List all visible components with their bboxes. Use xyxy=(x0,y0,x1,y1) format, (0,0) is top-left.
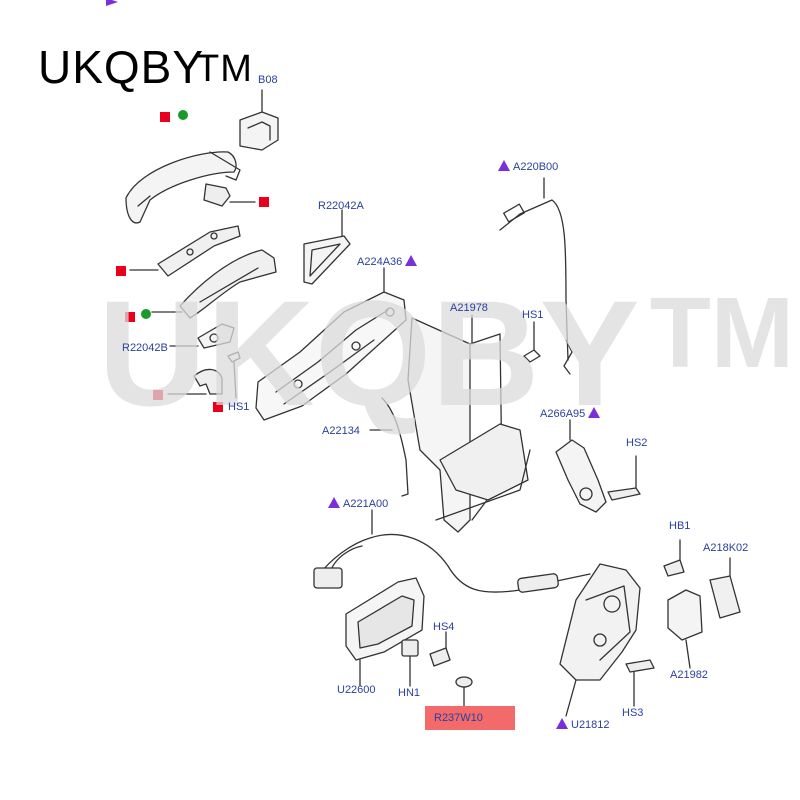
gasket-r22042a xyxy=(303,209,351,285)
triangle-marker-icon xyxy=(498,160,510,171)
label-a22134: A22134 xyxy=(322,425,360,437)
label-hb1: HB1 xyxy=(669,520,691,532)
bellcrank-a266a95 xyxy=(555,419,607,513)
circle-marker xyxy=(178,110,188,120)
inner-release-cable-a221a00 xyxy=(313,509,591,593)
plug-r237w10 xyxy=(455,676,473,707)
label-b08: B08 xyxy=(258,74,278,86)
triangle-marker-icon xyxy=(328,497,340,508)
rod-a22134 xyxy=(369,397,409,497)
label-r22042a: R22042A xyxy=(318,200,364,212)
square-marker xyxy=(116,266,126,276)
brand-name: UKQBY xyxy=(38,41,205,93)
label-u21812-text: U21812 xyxy=(571,719,610,731)
screw-hs1 xyxy=(227,351,241,399)
square-marker xyxy=(125,312,135,322)
square-marker xyxy=(153,390,163,400)
top-edge-fragment xyxy=(106,0,118,6)
hook-clip xyxy=(167,368,223,395)
label-a224a36-text: A224A36 xyxy=(357,256,403,268)
pad-a218k02 xyxy=(709,557,741,619)
label-u21812: U21812 xyxy=(556,718,610,731)
small-clip xyxy=(203,183,256,207)
label-hs3: HS3 xyxy=(622,707,644,719)
brand-trademark: TM xyxy=(196,48,253,90)
label-a220b00: A220B00 xyxy=(498,160,558,173)
label-a218k02: A218K02 xyxy=(703,542,749,554)
label-hs4: HS4 xyxy=(433,621,455,633)
screw-hs4 xyxy=(429,631,451,667)
square-marker xyxy=(259,197,269,207)
label-r237w10: R237W10 xyxy=(434,712,483,724)
handle-carrier-frame xyxy=(255,267,407,421)
circle-marker xyxy=(141,309,151,319)
nut-hn1 xyxy=(401,639,419,687)
label-hs2: HS2 xyxy=(626,437,648,449)
handle-base xyxy=(129,225,241,277)
label-a266a95: A266A95 xyxy=(540,407,601,420)
handle-reinforcement xyxy=(151,249,277,319)
label-a21982: A21982 xyxy=(670,669,708,681)
label-a221a00: A221A00 xyxy=(328,497,388,510)
end-cap-b08 xyxy=(239,89,279,151)
highlighted-part-r237w10: R237W10 xyxy=(425,706,515,730)
label-a220b00-text: A220B00 xyxy=(513,161,559,173)
label-a224a36: A224A36 xyxy=(357,255,418,268)
bolt-hs2 xyxy=(607,455,641,501)
square-marker xyxy=(213,402,223,412)
label-a266a95-text: A266A95 xyxy=(540,408,586,420)
label-u22600: U22600 xyxy=(337,684,376,696)
bolt-hs3 xyxy=(625,659,655,707)
triangle-marker-icon xyxy=(405,255,418,266)
striker-bracket-a21982 xyxy=(667,589,703,669)
bolt-hb1 xyxy=(663,539,685,577)
label-a221a00-text: A221A00 xyxy=(343,498,389,510)
door-latch-u21812 xyxy=(559,563,641,717)
bracket-a21978 xyxy=(407,314,531,533)
label-hs1: HS1 xyxy=(228,401,250,413)
release-cable-a220b00 xyxy=(499,177,573,375)
interior-handle-u22600 xyxy=(345,577,425,687)
label-hn1: HN1 xyxy=(398,687,421,699)
label-hs1-right: HS1 xyxy=(522,309,544,321)
label-a21978: A21978 xyxy=(450,302,488,314)
triangle-marker-icon xyxy=(588,407,601,418)
label-r22042b: R22042B xyxy=(122,342,168,354)
gasket-r22042b xyxy=(169,323,235,349)
screw-hs1-right xyxy=(523,321,541,363)
square-marker xyxy=(160,112,170,122)
outer-handle xyxy=(125,151,241,224)
triangle-marker-icon xyxy=(556,718,568,729)
markers xyxy=(116,110,269,412)
